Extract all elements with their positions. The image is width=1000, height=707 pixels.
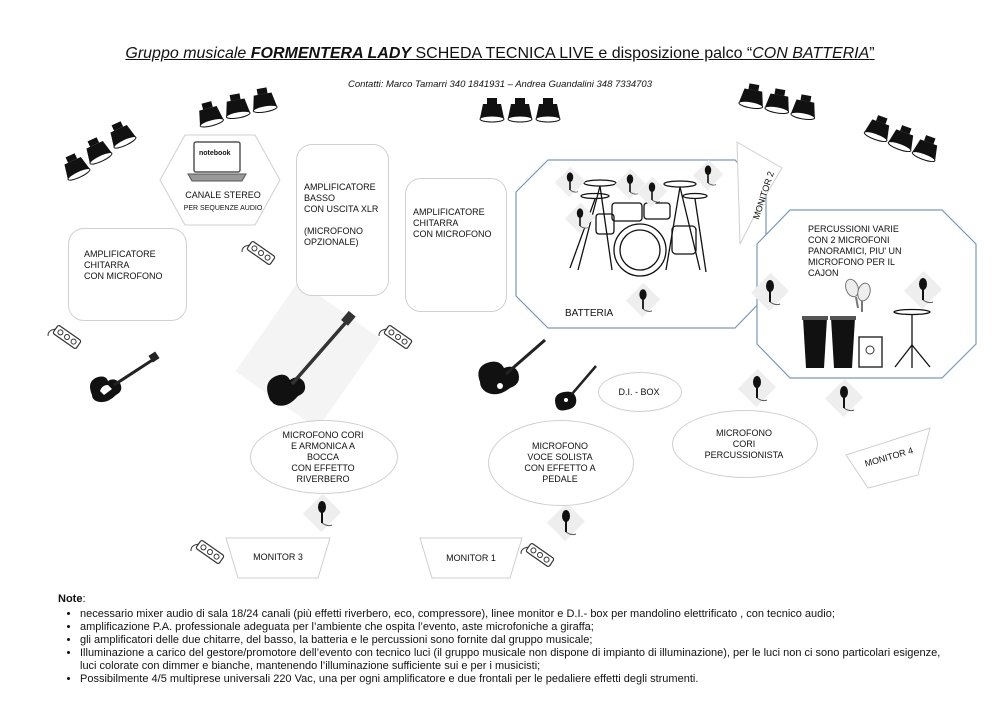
mic-icon-di-side — [736, 367, 778, 409]
mic-backing-left-ellipse — [250, 420, 398, 494]
spotlight-group-right-outer — [862, 112, 943, 165]
note-item: Possibilmente 4/5 multiprese universali … — [80, 673, 958, 686]
amp-bass-line: CON USCITA XLR — [304, 204, 379, 214]
power-strip-icon-1 — [240, 238, 276, 270]
mic-lead-line: PEDALE — [542, 474, 578, 484]
mic-lead-line: MICROFONO — [532, 441, 588, 451]
page-title: Gruppo musicale FORMENTERA LADY SCHEDA T… — [0, 45, 1000, 63]
amp-guitar-right-line: CHITARRA — [413, 218, 459, 228]
monitor-3-shape — [225, 537, 331, 579]
amp-bass-box — [296, 144, 389, 296]
percussion-line: PANORAMICI, PIU' UN — [808, 246, 902, 256]
mic-perc-label: MICROFONO CORI PERCUSSIONISTA — [672, 428, 816, 461]
mic-backing-left-line: RIVERBERO — [296, 474, 350, 484]
mandolin-icon — [555, 365, 597, 411]
percussion-label: PERCUSSIONI VARIE CON 2 MICROFONI PANORA… — [808, 224, 902, 279]
power-strip-icon-5 — [519, 540, 555, 572]
notes-section: Note: necessario mixer audio di sala 18/… — [58, 593, 958, 686]
congas-icon — [802, 316, 856, 368]
mic-backing-left-line: BOCCA — [306, 452, 339, 462]
spotlight-group-right-top — [737, 81, 819, 122]
maracas-icon — [845, 278, 871, 312]
amp-guitar-left-line: CON MICROFONO — [84, 271, 163, 281]
stereo-channel-sub: PER SEQUENZE AUDIO — [183, 205, 263, 212]
mic-icon-lead — [545, 501, 587, 543]
amp-bass-label: AMPLIFICATORE BASSO CON USCITA XLR (MICR… — [304, 182, 378, 248]
mic-backing-left-line: MICROFONO CORI — [282, 430, 364, 440]
title-setup: CON BATTERIA — [752, 45, 870, 62]
notes-list: necessario mixer audio di sala 18/24 can… — [58, 608, 958, 686]
mic-lead-ellipse — [488, 420, 634, 506]
note-item: gli amplificatori delle due chitarre, de… — [80, 634, 958, 647]
bass-guitar-background — [235, 281, 381, 429]
percussion-line: CON 2 MICROFONI — [808, 235, 890, 245]
title-pre: Gruppo musicale — [125, 45, 251, 62]
amp-bass-line: AMPLIFICATORE — [304, 182, 376, 192]
amp-guitar-right-box — [405, 178, 507, 312]
monitor-3-label: MONITOR 3 — [253, 552, 303, 562]
mic-backing-left-label: MICROFONO CORI E ARMONICA A BOCCA CON EF… — [250, 430, 396, 485]
monitor-1-shape — [419, 537, 523, 579]
note-item: necessario mixer audio di sala 18/24 can… — [80, 608, 958, 621]
amp-guitar-left-line: CHITARRA — [84, 260, 130, 270]
monitor-2-shape — [736, 141, 783, 245]
power-strip-icon-4 — [189, 537, 225, 569]
title-band: FORMENTERA LADY — [250, 45, 412, 62]
note-item: Illuminazione a carico del gestore/promo… — [80, 647, 958, 673]
mic-lead-label: MICROFONO VOCE SOLISTA CON EFFETTO A PED… — [488, 441, 632, 485]
percussion-line: MICROFONO PER IL — [808, 257, 896, 267]
mic-perc-line: CORI — [732, 439, 756, 449]
contacts: Contatti: Marco Tamarri 340 1841931 – An… — [347, 79, 653, 90]
notebook-label: notebook — [199, 150, 231, 157]
notebook-icon — [187, 141, 247, 182]
mic-lead-line: CON EFFETTO A — [524, 463, 596, 473]
monitor-4-shape — [845, 427, 931, 489]
bass-guitar-icon — [267, 310, 356, 406]
title-mid: SCHEDA TECNICA LIVE e disposizione palco… — [411, 45, 753, 62]
amp-bass-line: (MICROFONO — [304, 226, 363, 236]
spotlight-group-center — [479, 97, 561, 123]
cajon-icon — [858, 336, 883, 368]
amp-guitar-right-label: AMPLIFICATORE CHITARRA CON MICROFONO — [413, 207, 492, 240]
amp-guitar-left-line: AMPLIFICATORE — [84, 249, 156, 259]
spotlight-group-left-outer — [58, 117, 138, 183]
drums-label: BATTERIA — [565, 308, 614, 319]
mic-icon-perc-vocal — [823, 377, 865, 419]
percussion-line: PERCUSSIONI VARIE — [808, 224, 899, 234]
note-item: amplificazione P.A. professionale adegua… — [80, 621, 958, 634]
amp-guitar-right-line: CON MICROFONO — [413, 229, 492, 239]
di-box-label: D.I. - BOX — [618, 387, 660, 397]
percussion-line: CAJON — [808, 268, 839, 278]
amp-guitar-left-box — [68, 228, 187, 321]
mic-perc-line: PERCUSSIONISTA — [704, 450, 784, 460]
monitor-1-label: MONITOR 1 — [446, 553, 496, 563]
mic-perc-ellipse — [672, 410, 818, 478]
stereo-channel-label: CANALE STEREO — [185, 190, 261, 200]
amp-guitar-left-label: AMPLIFICATORE CHITARRA CON MICROFONO — [84, 249, 163, 282]
spotlight-group-left-top — [194, 85, 279, 130]
mic-icon-backing-left — [301, 492, 343, 534]
mic-perc-line: MICROFONO — [716, 428, 772, 438]
power-strip-icon-2 — [46, 322, 82, 354]
amp-guitar-right-line: AMPLIFICATORE — [413, 207, 485, 217]
mic-backing-left-line: E ARMONICA A — [290, 441, 356, 451]
semi-hollow-guitar-icon — [478, 338, 546, 395]
electric-guitar-left-icon — [88, 349, 162, 404]
amp-bass-line: OPZIONALE) — [304, 237, 359, 247]
mic-backing-left-line: CON EFFETTO — [291, 463, 355, 473]
title-end: ” — [869, 45, 875, 62]
amp-bass-line — [304, 215, 378, 226]
di-box-ellipse — [598, 372, 682, 412]
notes-heading: Note — [58, 593, 83, 605]
power-strip-icon-3 — [377, 322, 413, 354]
amp-bass-line: BASSO — [304, 193, 336, 203]
drum-kit-icon — [569, 179, 708, 277]
cymbal-stand-icon — [893, 308, 931, 368]
mic-lead-line: VOCE SOLISTA — [527, 452, 593, 462]
